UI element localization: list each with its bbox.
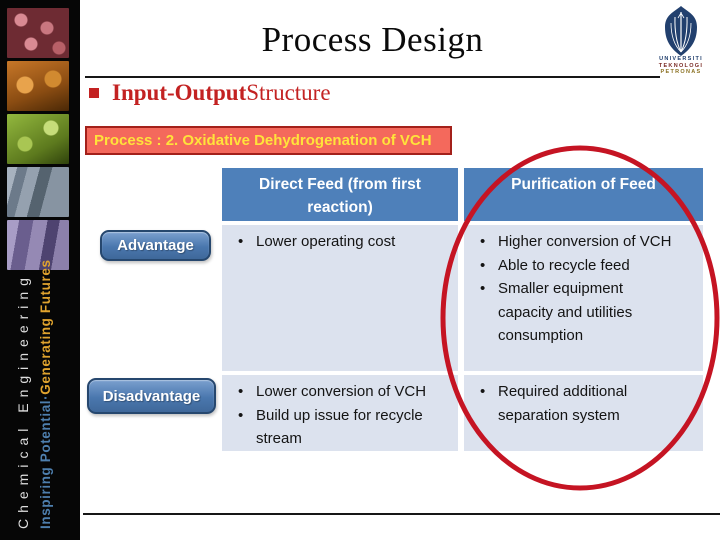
university-logo: UNIVERSITI TEKNOLOGI PETRONAS [650,6,712,76]
cell-advantage-direct-feed: Lower operating cost [222,225,458,371]
table-header-direct-feed: Direct Feed (from first reaction) [222,168,458,221]
logo-text-teknologi: TEKNOLOGI [658,62,704,69]
title-underline [85,76,660,78]
vertical-text-chemical-engineering: Chemical Engineering [15,272,31,529]
bullet-item: Build up issue for recycle stream [236,404,454,451]
bullet-item: Lower operating cost [236,230,454,254]
photo-thumbnail-cells [7,8,69,58]
motto-blue-part: Inspiring Potential· [38,394,53,529]
cell-advantage-purification: Higher conversion of VCHAble to recycle … [464,225,703,371]
logo-text-universiti: UNIVERSITI [659,56,703,62]
row-label-advantage: Advantage [100,230,211,261]
cell-disadvantage-purification: Required additional separation system [464,375,703,451]
utp-shield-icon [665,6,697,56]
bullet-list: Higher conversion of VCHAble to recycle … [464,225,703,348]
bullet-item: Required additional separation system [478,380,673,427]
row-label-disadvantage: Disadvantage [87,378,216,414]
section-heading: Input-Output Structure [89,80,331,106]
motto-gold-part: Generating Futures [38,259,53,395]
cell-disadvantage-direct-feed: Lower conversion of VCHBuild up issue fo… [222,375,458,451]
page-title: Process Design [261,20,484,59]
photo-thumbnail-laboratory [7,114,69,164]
bullet-item: Able to recycle feed [478,254,673,278]
bullet-list: Lower conversion of VCHBuild up issue fo… [222,375,458,451]
photo-thumbnail-machinery [7,61,69,111]
table-header-purification: Purification of Feed [464,168,703,221]
bullet-item: Lower conversion of VCH [236,380,454,404]
bullet-list: Lower operating cost [222,225,458,254]
bullet-square-icon [89,88,99,98]
photo-thumbnail-plant-2 [7,220,69,270]
logo-text-petronas: PETRONAS [660,69,702,75]
bullet-item: Smaller equipment capacity and utilities… [478,277,673,348]
bullet-item: Higher conversion of VCH [478,230,673,254]
photo-thumbnail-plant [7,167,69,217]
vertical-text-motto: Inspiring Potential·Generating Futures [38,259,53,529]
section-heading-bold: Input-Output [112,80,247,105]
footer-rule [83,513,720,515]
sidebar-photo-strip: Chemical Engineering Inspiring Potential… [0,0,80,540]
section-heading-regular: Structure [246,80,331,105]
bullet-list: Required additional separation system [464,375,703,427]
process-banner: Process : 2. Oxidative Dehydrogenation o… [85,126,452,155]
